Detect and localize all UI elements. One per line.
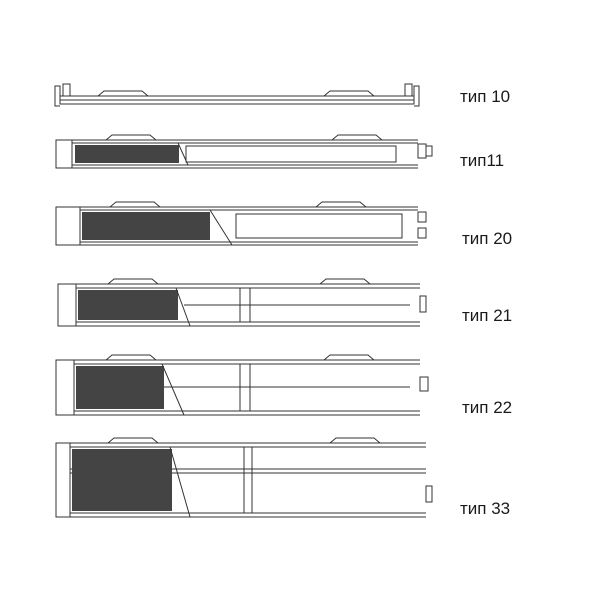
label-type-11: тип11 <box>460 151 504 170</box>
label-type-20: тип 20 <box>462 229 512 248</box>
convector-fins <box>78 290 178 320</box>
convector-fins <box>72 449 172 511</box>
panel-ribs <box>185 145 397 163</box>
convector-fins <box>76 366 164 409</box>
radiator-type-22 <box>55 354 429 416</box>
label-type-33: тип 33 <box>460 499 510 518</box>
radiator-type-10 <box>54 83 420 107</box>
radiator-type-20 <box>55 201 427 246</box>
radiator-type-33 <box>55 437 433 518</box>
label-type-22: тип 22 <box>462 398 512 417</box>
radiator-type-11 <box>55 134 433 169</box>
radiator-type-21 <box>57 278 427 327</box>
convector-fins <box>82 212 210 240</box>
label-type-21: тип 21 <box>462 306 512 325</box>
label-type-10: тип 10 <box>460 87 510 106</box>
convector-fins <box>75 145 179 163</box>
